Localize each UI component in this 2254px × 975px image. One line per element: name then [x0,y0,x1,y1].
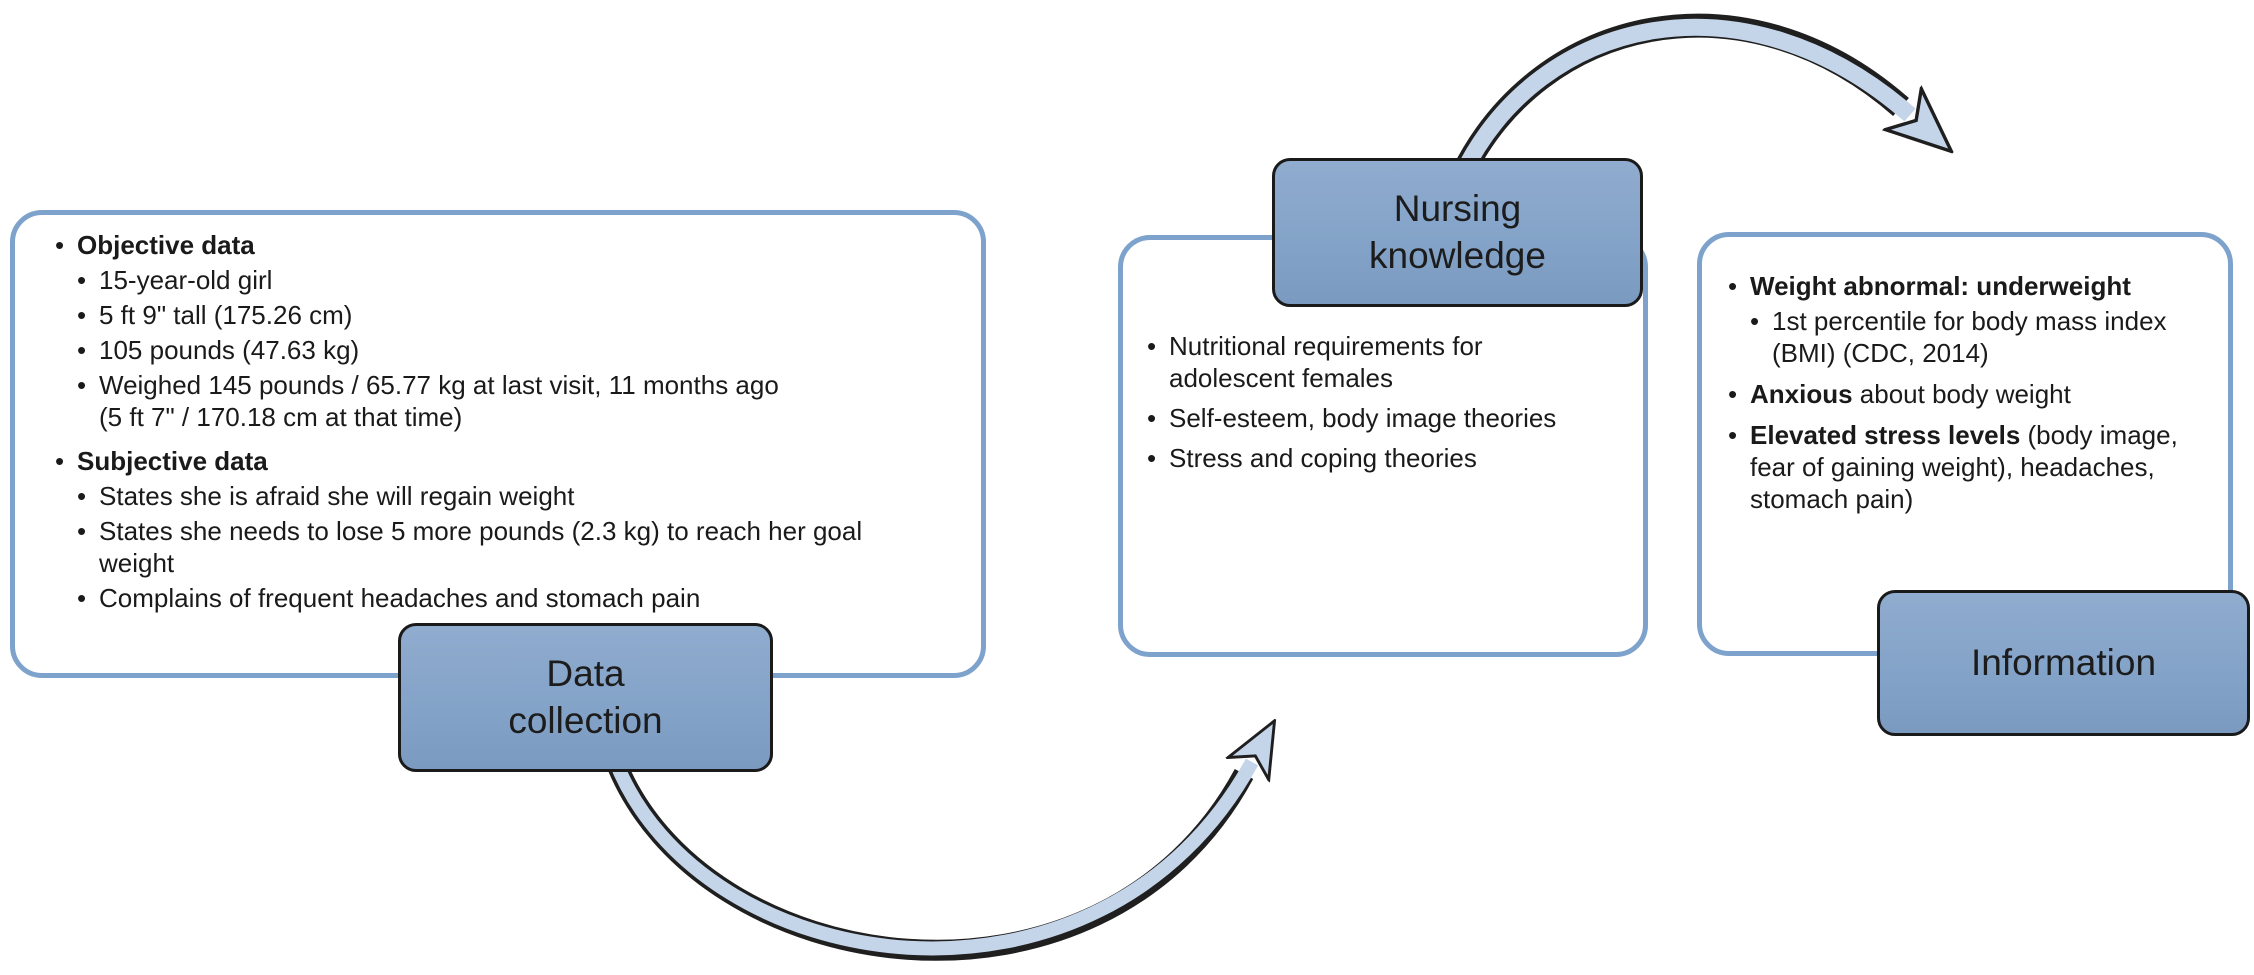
bullet-text-bold: Anxious [1750,379,1853,409]
bullet-text: Complains of frequent headaches and stom… [99,583,701,613]
bullet-item: Self-esteem, body image theories [1147,402,1629,434]
data-collection-bullets: Objective data 15-year-old girl 5 ft 9" ta… [15,215,981,614]
data-collection-to-nursing-knowledge-arrow [605,760,1252,961]
bullet-item: Nutritional requirements for adolescent … [1147,330,1629,394]
bullet-text-bold: Objective data [77,230,255,260]
bullet-item: 15-year-old girl [77,264,965,296]
bullet-text: 1st percentile for body mass index (BMI)… [1772,306,2167,368]
bullet-text: States she needs to lose 5 more pounds (… [99,516,863,578]
information-bullets: Weight abnormal: underweight 1st percenti… [1702,237,2228,515]
bullet-text: States she is afraid she will regain wei… [99,481,575,511]
bullet-item: 5 ft 9" tall (175.26 cm) [77,299,965,331]
bullet-item: 105 pounds (47.63 kg) [77,334,965,366]
data-collection-label: Data collection [398,623,773,772]
bullet-item: Weighed 145 pounds / 65.77 kg at last vi… [77,369,965,433]
bullet-item: Anxious about body weight [1728,378,2214,410]
bullet-item: 1st percentile for body mass index (BMI)… [1750,305,2214,369]
bullet-item: Weight abnormal: underweight [1728,270,2214,302]
bullet-text: 15-year-old girl [99,265,273,295]
nursing-knowledge-to-information-arrow [1451,13,1910,181]
bullet-text: Weighed 145 pounds / 65.77 kg at last vi… [99,370,779,432]
bullet-text-bold: Weight abnormal: underweight [1750,271,2131,301]
bullet-text: Nutritional requirements for adolescent … [1169,331,1483,393]
bullet-item: Elevated stress levels (body image, fear… [1728,419,2214,515]
nursing-knowledge-bullets: Nutritional requirements for adolescent … [1123,240,1643,474]
bullet-text: about body weight [1852,379,2071,409]
bullet-item: States she is afraid she will regain wei… [77,480,965,512]
information-panel: Weight abnormal: underweight 1st percenti… [1697,232,2233,656]
information-label: Information [1877,590,2250,736]
bullet-text: Stress and coping theories [1169,443,1477,473]
bullet-item: Subjective data [55,445,965,477]
bullet-item: Objective data [55,229,965,261]
bullet-text-bold: Subjective data [77,446,268,476]
bullet-text: Self-esteem, body image theories [1169,403,1557,433]
bullet-item: States she needs to lose 5 more pounds (… [77,515,965,579]
bullet-item: Complains of frequent headaches and stom… [77,582,965,614]
bullet-text: 105 pounds (47.63 kg) [99,335,360,365]
bullet-text-bold: Elevated stress levels [1750,420,2021,450]
bullet-text: (body image, fear of gaining weight), he… [1750,420,2178,514]
bullet-item: Stress and coping theories [1147,442,1629,474]
data-collection-panel: Objective data 15-year-old girl 5 ft 9" ta… [10,210,986,678]
nursing-knowledge-label: Nursing knowledge [1272,158,1643,307]
bullet-text: 5 ft 9" tall (175.26 cm) [99,300,353,330]
